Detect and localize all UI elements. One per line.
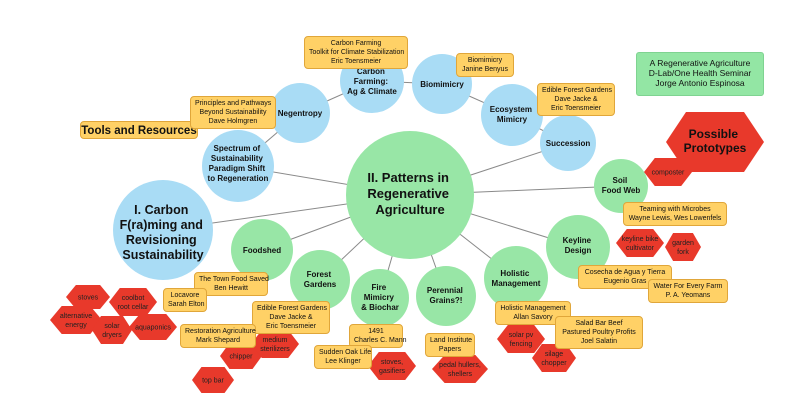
keyline-design-circle <box>546 215 610 279</box>
composter-label: composter <box>652 170 685 177</box>
forest-gardens-label: Forest Gardens <box>304 270 337 289</box>
carbon-farming-label: Carbon Farming: Ag & Climate <box>347 67 397 96</box>
stoves-label: stoves <box>78 295 99 302</box>
pedal-hullers-label: pedal hullers,shellers <box>439 362 481 378</box>
aquaponics-hexagon <box>129 314 177 340</box>
alt-energy-hexagon <box>50 306 102 334</box>
ecosystem-mimicry-circle <box>481 84 543 146</box>
coolbot-hexagon <box>109 288 157 316</box>
seminar-title-line: A Regenerative Agriculture <box>649 58 751 68</box>
ecosystem-mimicry-label: Ecosystem Mimicry <box>490 105 534 124</box>
negentropy-label: Negentropy <box>278 109 323 118</box>
keyline-design-label: Keyline Design <box>563 236 594 255</box>
medium-sterilizers-hexagon <box>251 330 299 358</box>
fire-mimicry-label: Fire Mimicry & Biochar <box>361 283 399 312</box>
garden-fork-hexagon <box>665 233 701 261</box>
fire-mimicry-circle <box>351 269 409 327</box>
seminar-author-line: Jorge Antonio Espinosa <box>655 78 745 88</box>
foodshed-circle <box>231 219 293 281</box>
perennial-grains-circle <box>416 266 476 326</box>
chipper-hexagon <box>220 343 262 369</box>
top-bar-hexagon <box>192 367 234 393</box>
soil-food-web-label: Soil Food Web <box>602 176 641 195</box>
soil-food-web-circle <box>594 159 648 213</box>
forest-gardens-circle <box>290 250 350 310</box>
spectrum-label: Spectrum of Sustainability Paradigm Shif… <box>208 144 269 183</box>
solar-dryers-hexagon <box>92 316 132 344</box>
holistic-management-label: Holistic Management <box>492 269 541 288</box>
negentropy-circle <box>270 83 330 143</box>
patterns-center-label: II. Patterns in Regenerative Agriculture <box>367 170 452 217</box>
holistic-management-circle <box>484 246 548 310</box>
carbon-framing-circle <box>113 180 213 280</box>
chipper-label: chipper <box>230 354 254 361</box>
silage-chopper-hexagon <box>532 344 576 372</box>
tools-and-resources-label: Tools and Resources <box>80 121 198 139</box>
patterns-center-circle <box>346 131 474 259</box>
biomimicry-label: Biomimicry <box>420 80 464 89</box>
stoves-gasifiers-hexagon <box>368 352 416 380</box>
stoves-gasifiers-label: stoves,gasifiers <box>379 359 406 375</box>
spectrum-circle <box>202 130 274 202</box>
succession-circle <box>540 115 596 171</box>
composter-hexagon <box>644 158 692 186</box>
keyline-bike-hexagon <box>616 229 664 257</box>
succession-label: Succession <box>546 139 591 148</box>
seminar-title-box: A Regenerative Agriculture D-Lab/One Hea… <box>636 52 764 96</box>
top-bar-label: top bar <box>202 378 224 385</box>
solar-fencing-hexagon <box>497 325 545 353</box>
aquaponics-label: aquaponics <box>135 325 171 332</box>
perennial-grains-label: Perennial Grains?! <box>427 286 465 305</box>
foodshed-label: Foodshed <box>243 246 281 255</box>
possible-prototypes-label: Possible Prototypes <box>684 127 747 155</box>
stoves-hexagon <box>66 285 110 309</box>
seminar-subtitle-line: D-Lab/One Health Seminar <box>648 68 752 78</box>
carbon-framing-label: I. Carbon F(ra)ming and Revisioning Sust… <box>120 203 207 262</box>
pedal-hullers-hexagon <box>432 355 488 383</box>
possible-prototypes-hexagon <box>666 112 764 172</box>
